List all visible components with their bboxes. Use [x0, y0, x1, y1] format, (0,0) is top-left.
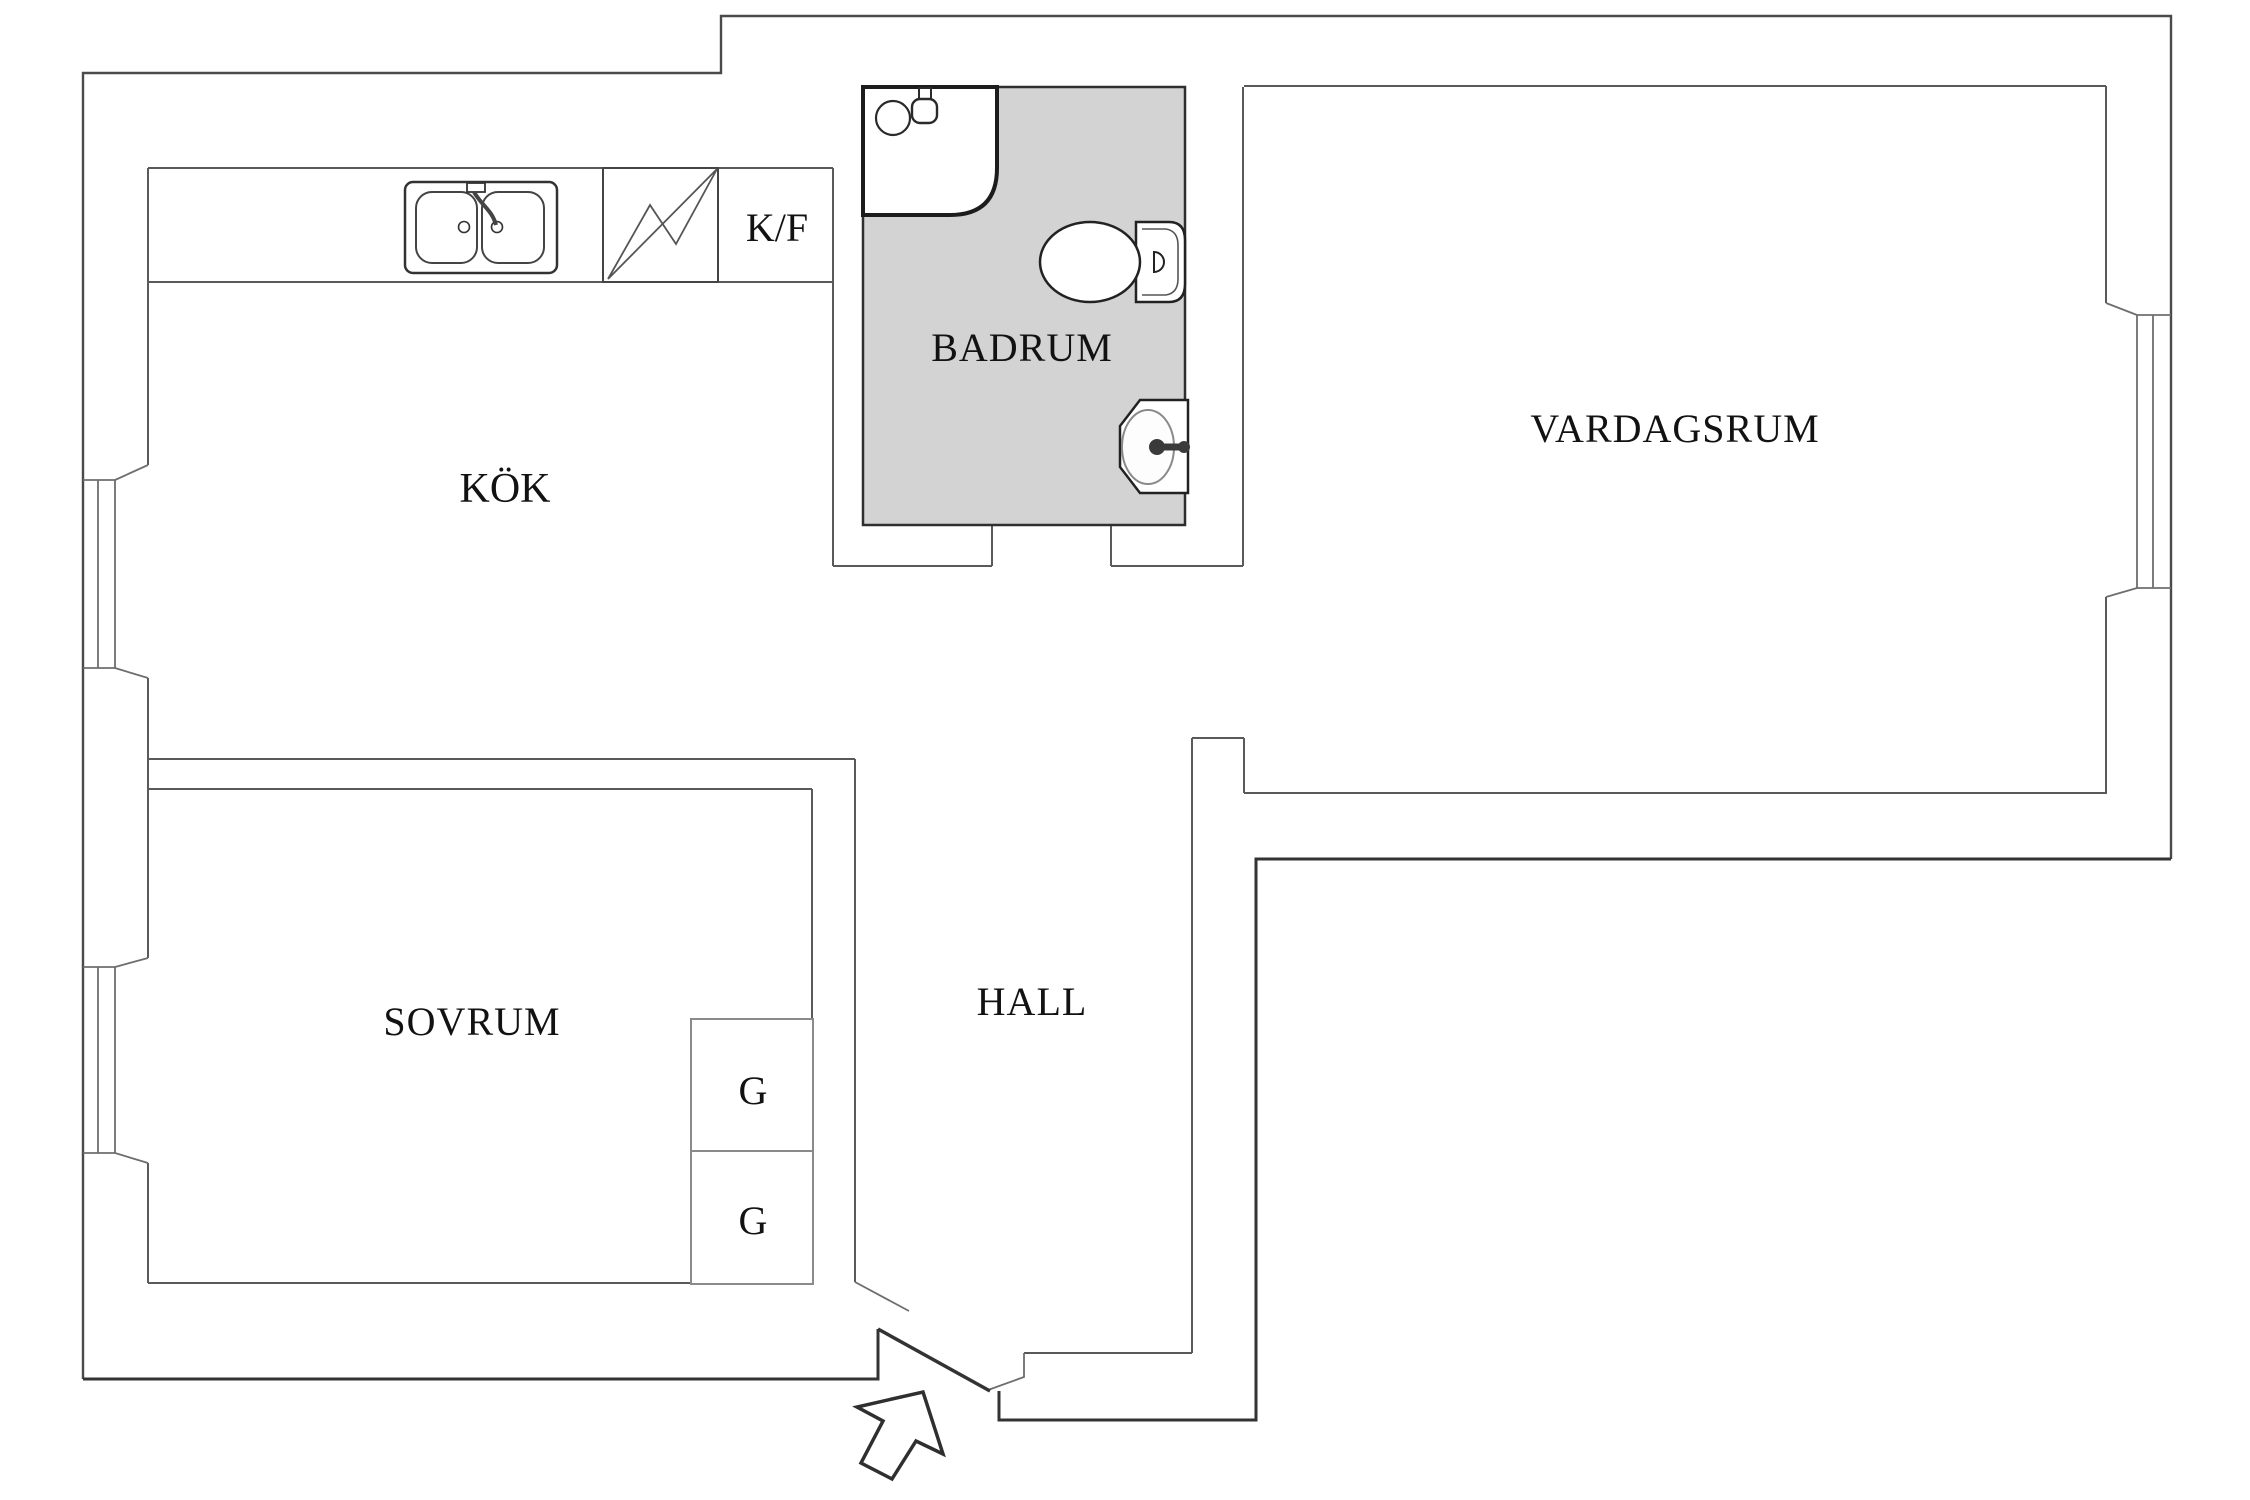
outer-wall-top-left-right [81, 14, 2173, 1379]
windows [83, 302, 2171, 1164]
entry [852, 1327, 991, 1482]
toilet-icon [1038, 220, 1187, 304]
toilet-flush-button [1153, 250, 1165, 274]
sovrum-window-glazing [83, 966, 116, 1154]
entry-door-leaf [877, 1327, 991, 1393]
kitchen-window [83, 464, 149, 679]
sovrum-right-wall [811, 759, 856, 1283]
tap-stem-icon [918, 87, 932, 100]
fixture-label-g-bottom: G [739, 1198, 768, 1243]
sink-faucet-base [466, 182, 486, 193]
kok-sovrum-divider [148, 758, 855, 790]
sink-bowl-right [481, 191, 545, 264]
fixture-label-g-top: G [739, 1068, 768, 1113]
stove-lightning-symbol [607, 168, 718, 280]
vardagsrum-window-reveals [2105, 302, 2138, 598]
washbasin-icon [1118, 398, 1190, 495]
entry-right-jamb [987, 1353, 1025, 1391]
vardagsrum-window [2105, 302, 2171, 598]
outer-wall-bottom-right [997, 857, 2171, 1422]
room-labels: KÖK BADRUM VARDAGSRUM SOVRUM HALL K/F G … [383, 205, 1819, 1243]
outer-wall-bottom-left [83, 1329, 880, 1381]
vardagsrum-window-glazing [2136, 314, 2171, 589]
tap-head-icon [910, 97, 939, 125]
room-label-badrum: BADRUM [931, 325, 1113, 370]
stove-icon [602, 167, 719, 283]
vardagsrum-inner-walls [1244, 85, 2107, 794]
sovrum-window-reveals [114, 957, 149, 1164]
kitchen-fixtures [403, 167, 719, 283]
room-label-kok: KÖK [460, 466, 551, 512]
kitchen-right-wall [832, 168, 993, 567]
sink-icon [403, 180, 559, 275]
shower-drain-icon [874, 99, 912, 137]
kitchen-window-reveals [114, 464, 149, 679]
washbasin-faucet-end [1178, 441, 1190, 453]
room-label-sovrum: SOVRUM [383, 999, 560, 1044]
toilet-tank-inner [1142, 228, 1179, 296]
washbasin-faucet-base [1149, 439, 1165, 455]
hall-right-wall [1191, 737, 1245, 1353]
sink-faucet-spout [472, 190, 498, 226]
wardrobes [690, 1018, 814, 1285]
entry-arrow-icon [852, 1389, 946, 1482]
bathroom [861, 85, 1190, 527]
toilet-bowl [1038, 220, 1142, 304]
sovrum-window [83, 957, 149, 1164]
room-label-vardagsrum: VARDAGSRUM [1530, 406, 1819, 451]
entry-left-jamb-chamfer [854, 1281, 910, 1312]
fixture-label-kf: K/F [746, 205, 808, 250]
kitchen-window-glazing [83, 479, 116, 669]
sink-drain-left [457, 220, 471, 234]
sink-bowl-left [415, 191, 478, 264]
bathroom-door-right-wall [1110, 87, 1244, 567]
outer-walls [81, 14, 2173, 1422]
room-label-hall: HALL [977, 979, 1088, 1024]
